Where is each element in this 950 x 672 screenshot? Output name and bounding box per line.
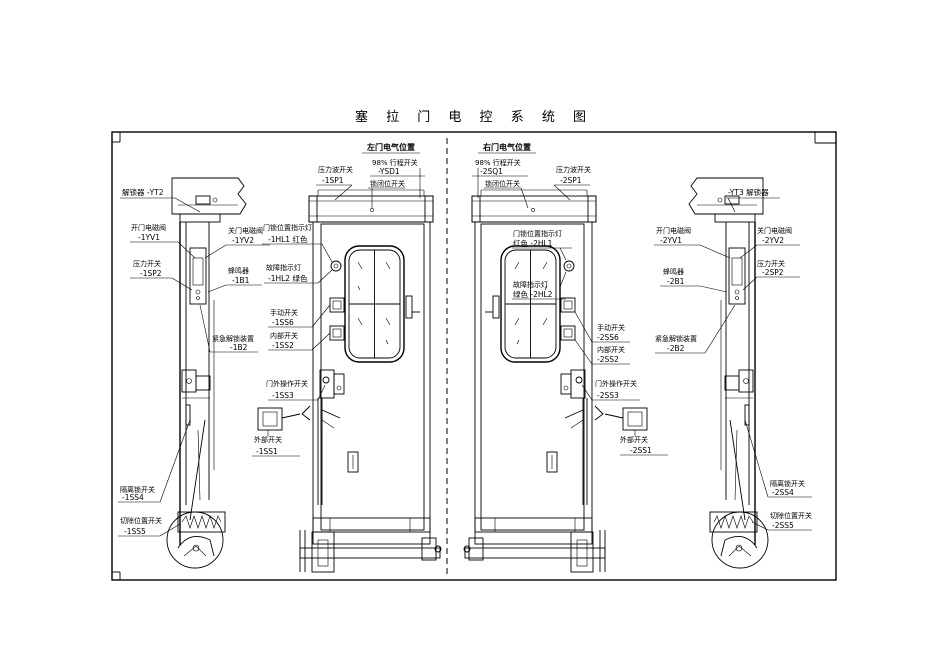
left-hl1-code: -1HL1 红色 bbox=[268, 234, 308, 244]
left-door-heading: 左门电气位置 bbox=[366, 142, 415, 152]
right-yv2-name: 关门电磁阀 bbox=[757, 226, 792, 235]
left-b2-name: 紧急解锁装置 bbox=[212, 334, 254, 343]
left-yv2-name: 关门电磁阀 bbox=[228, 226, 263, 235]
right-sp1-code: -2SP1 bbox=[560, 176, 582, 185]
left-ss6-code: -1SS6 bbox=[272, 318, 294, 327]
door-outer-frame bbox=[312, 221, 431, 545]
right-mechanism-labels: -YT3 解锁器 开门电磁阀 -2YV1 关门电磁阀 -2YV2 蜂鸣器 -2B… bbox=[654, 187, 812, 531]
right-ss5-name: 切除位置开关 bbox=[770, 511, 812, 520]
left-ss5-name: 切除位置开关 bbox=[120, 516, 162, 525]
right-sq1-code: -2SQ1 bbox=[480, 167, 503, 176]
right-hl2-name: 故障指示灯 bbox=[513, 280, 548, 289]
right-ss2-code: -2SS2 bbox=[597, 355, 619, 364]
right-b1-name: 蜂鸣器 bbox=[663, 267, 684, 276]
lock-switch-cluster bbox=[181, 369, 211, 426]
door-leaf bbox=[320, 223, 425, 531]
right-ss6-name: 手动开关 bbox=[597, 323, 625, 332]
left-yt-label: 解锁器 -YT2 bbox=[122, 187, 164, 197]
right-yt-label: -YT3 解锁器 bbox=[728, 187, 769, 197]
right-mechanism-drawing bbox=[688, 177, 769, 569]
drawing-frame bbox=[111, 131, 837, 581]
right-ss6-code: -2SS6 bbox=[597, 333, 619, 342]
right-yv2-code: -2YV2 bbox=[762, 236, 784, 245]
right-hl1-name: 门锁位置指示灯 bbox=[513, 229, 562, 238]
left-ss2-code: -1SS2 bbox=[272, 341, 294, 350]
right-sq1-name: 98% 行程开关 bbox=[475, 158, 521, 167]
right-yv1-name: 开门电磁阀 bbox=[656, 226, 691, 235]
mechanism-rods bbox=[179, 222, 215, 545]
right-sp2-name: 压力开关 bbox=[757, 259, 785, 268]
door-operator-mechanism bbox=[301, 369, 345, 505]
manual-switch-box bbox=[329, 297, 345, 313]
right-yv1-code: -2YV1 bbox=[660, 236, 682, 245]
door-inner-handle bbox=[405, 295, 420, 319]
right-b2-name: 紧急解锁装置 bbox=[655, 334, 697, 343]
left-b1-code: -1B1 bbox=[232, 276, 250, 285]
right-lock-switch-label: 锁闭位开关 bbox=[485, 179, 520, 188]
right-ss1-code: -2SS1 bbox=[630, 446, 652, 455]
left-yv1-name: 开门电磁阀 bbox=[131, 223, 166, 232]
left-ss1-name: 外部开关 bbox=[254, 435, 282, 444]
outer-switch-box bbox=[257, 407, 301, 431]
left-sp1-code: -1SP1 bbox=[322, 176, 344, 185]
left-hl1-name: 门锁位置指示灯 bbox=[263, 223, 312, 232]
left-ss6-name: 手动开关 bbox=[270, 308, 298, 317]
door-window bbox=[344, 245, 405, 363]
left-door-labels: 左门电气位置 98% 行程开关 -YSD1 压力波开关 -1SP1 锁闭位开关 … bbox=[252, 142, 425, 457]
left-b2-code: -1B2 bbox=[230, 343, 248, 352]
left-sp2-name: 压力开关 bbox=[133, 259, 161, 268]
left-b1-name: 蜂鸣器 bbox=[228, 266, 249, 275]
inner-switch-box bbox=[329, 325, 345, 341]
right-ss3-name: 门外操作开关 bbox=[595, 379, 637, 388]
left-sq1-name: 98% 行程开关 bbox=[372, 158, 418, 167]
corner-marks bbox=[112, 132, 836, 580]
left-ss2-name: 内部开关 bbox=[270, 331, 298, 340]
door-bottom-assembly bbox=[299, 517, 442, 573]
left-ss4-code: -1SS4 bbox=[122, 493, 144, 502]
left-lock-switch-label: 锁闭位开关 bbox=[370, 179, 405, 188]
right-b2-code: -2B2 bbox=[667, 344, 685, 353]
lower-door-handle bbox=[347, 451, 359, 473]
left-ss1-code: -1SS1 bbox=[256, 447, 278, 456]
left-door-drawing bbox=[257, 189, 442, 573]
left-sp1-name: 压力波开关 bbox=[318, 165, 353, 174]
diagram-title: 塞 拉 门 电 控 系 统 图 bbox=[355, 109, 593, 125]
spring-box bbox=[177, 511, 226, 533]
left-sq1-code: -YSD1 bbox=[378, 167, 400, 176]
unlock-housing bbox=[171, 177, 247, 223]
indicator-lamp bbox=[330, 260, 342, 272]
right-door-labels: 右门电气位置 98% 行程开关 -2SQ1 压力波开关 -2SP1 锁闭位开关 … bbox=[472, 142, 668, 456]
right-hl2-code: 绿色 -2HL2 bbox=[513, 289, 553, 299]
left-hl2-name: 故障指示灯 bbox=[266, 263, 301, 272]
right-b1-code: -2B1 bbox=[667, 277, 685, 286]
left-mechanism-labels: 解锁器 -YT2 开门电磁阀 -1YV1 关门电磁阀 -1YV2 压力开关 -1… bbox=[118, 187, 270, 537]
right-ss3-code: -2SS3 bbox=[597, 391, 619, 400]
right-sp1-name: 压力波开关 bbox=[556, 165, 591, 174]
right-ss5-code: -2SS5 bbox=[772, 521, 794, 530]
right-ss2-name: 内部开关 bbox=[597, 345, 625, 354]
right-hl1-code: 红色 -2HL1 bbox=[513, 238, 553, 248]
cutout-detail-circle bbox=[166, 511, 224, 569]
left-hl2-code: -1HL2 绿色 bbox=[268, 273, 308, 283]
left-yv1-code: -1YV1 bbox=[138, 233, 160, 242]
right-ss1-name: 外部开关 bbox=[620, 435, 648, 444]
left-ss4-name: 隔离锁开关 bbox=[120, 485, 155, 494]
left-sp2-code: -1SP2 bbox=[140, 269, 162, 278]
door-header-beam bbox=[308, 189, 434, 223]
left-ss3-code: -1SS3 bbox=[272, 391, 294, 400]
left-yv2-code: -1YV2 bbox=[232, 236, 254, 245]
right-sp2-code: -2SP2 bbox=[762, 268, 784, 277]
solenoid-valve-block bbox=[189, 247, 207, 305]
right-door-heading: 右门电气位置 bbox=[482, 142, 531, 152]
left-ss3-name: 门外操作开关 bbox=[266, 379, 308, 388]
right-ss4-code: -2SS4 bbox=[772, 488, 794, 497]
right-ss4-name: 隔离锁开关 bbox=[770, 479, 805, 488]
left-ss5-code: -1SS5 bbox=[124, 527, 146, 536]
